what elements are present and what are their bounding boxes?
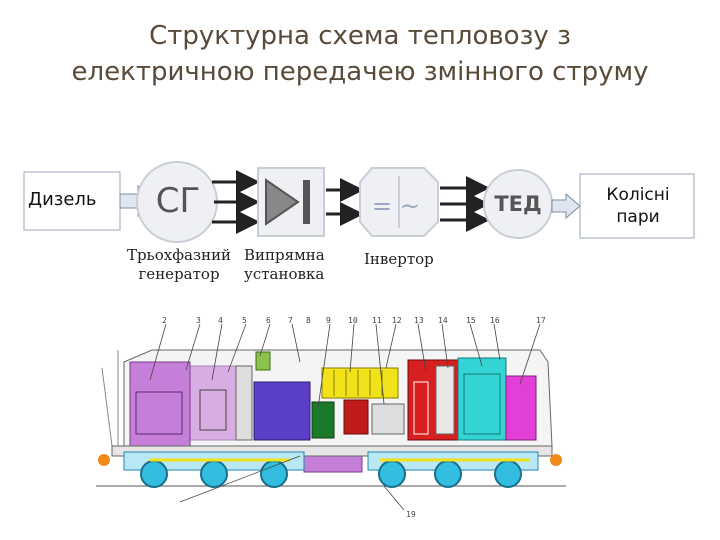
callout-number: 14 xyxy=(438,316,448,325)
callout-number: 8 xyxy=(306,316,311,325)
rectifier-to-inverter-arrows xyxy=(326,178,364,226)
rear-compartment xyxy=(505,375,537,441)
ted-label: ТЕД xyxy=(494,192,542,216)
front-bogie xyxy=(123,451,305,488)
callout-number: 11 xyxy=(372,316,382,325)
ted-to-wheels-arrow xyxy=(551,192,581,220)
callout-number: 4 xyxy=(218,316,223,325)
diesel-label: Дизель xyxy=(28,189,97,210)
callout-number: 5 xyxy=(242,316,247,325)
inverter-caption: Інвертор xyxy=(364,250,434,268)
callout-number: 12 xyxy=(392,316,402,325)
rectifier-caption: Випрямна установка xyxy=(244,246,325,283)
diesel-block xyxy=(23,171,121,231)
callout-number: 17 xyxy=(536,316,546,325)
callout-number: 13 xyxy=(414,316,424,325)
callout-number: 2 xyxy=(162,316,167,325)
generator-compartment xyxy=(253,381,311,441)
rectifier-compartment xyxy=(321,367,399,399)
callout-number: 15 xyxy=(466,316,476,325)
callout-number: 19 xyxy=(406,510,416,519)
generator-label: СГ xyxy=(155,181,201,221)
wheels-label: Колісні пари xyxy=(606,185,670,227)
inverter-symbol: = ~ xyxy=(372,192,420,220)
page-title: Структурна схема тепловозу з електричною… xyxy=(71,21,649,87)
callout-number: 16 xyxy=(490,316,500,325)
callout-number: 7 xyxy=(288,316,293,325)
cab-compartment xyxy=(129,361,191,447)
callout-number: 6 xyxy=(266,316,271,325)
generator-caption: Трьохфазний генератор xyxy=(126,246,232,283)
rear-bogie xyxy=(367,451,539,488)
callout-number: 10 xyxy=(348,316,358,325)
inverter-to-ted-arrows xyxy=(440,176,490,232)
callout-number: 9 xyxy=(326,316,331,325)
generator-to-rectifier-arrows xyxy=(212,170,260,234)
diode-icon xyxy=(265,178,300,226)
callout-number: 3 xyxy=(196,316,201,325)
locomotive-drawing xyxy=(96,323,566,511)
wheels-block xyxy=(579,173,695,239)
diode-bar-icon xyxy=(303,180,310,224)
cooling-compartment xyxy=(457,357,507,441)
